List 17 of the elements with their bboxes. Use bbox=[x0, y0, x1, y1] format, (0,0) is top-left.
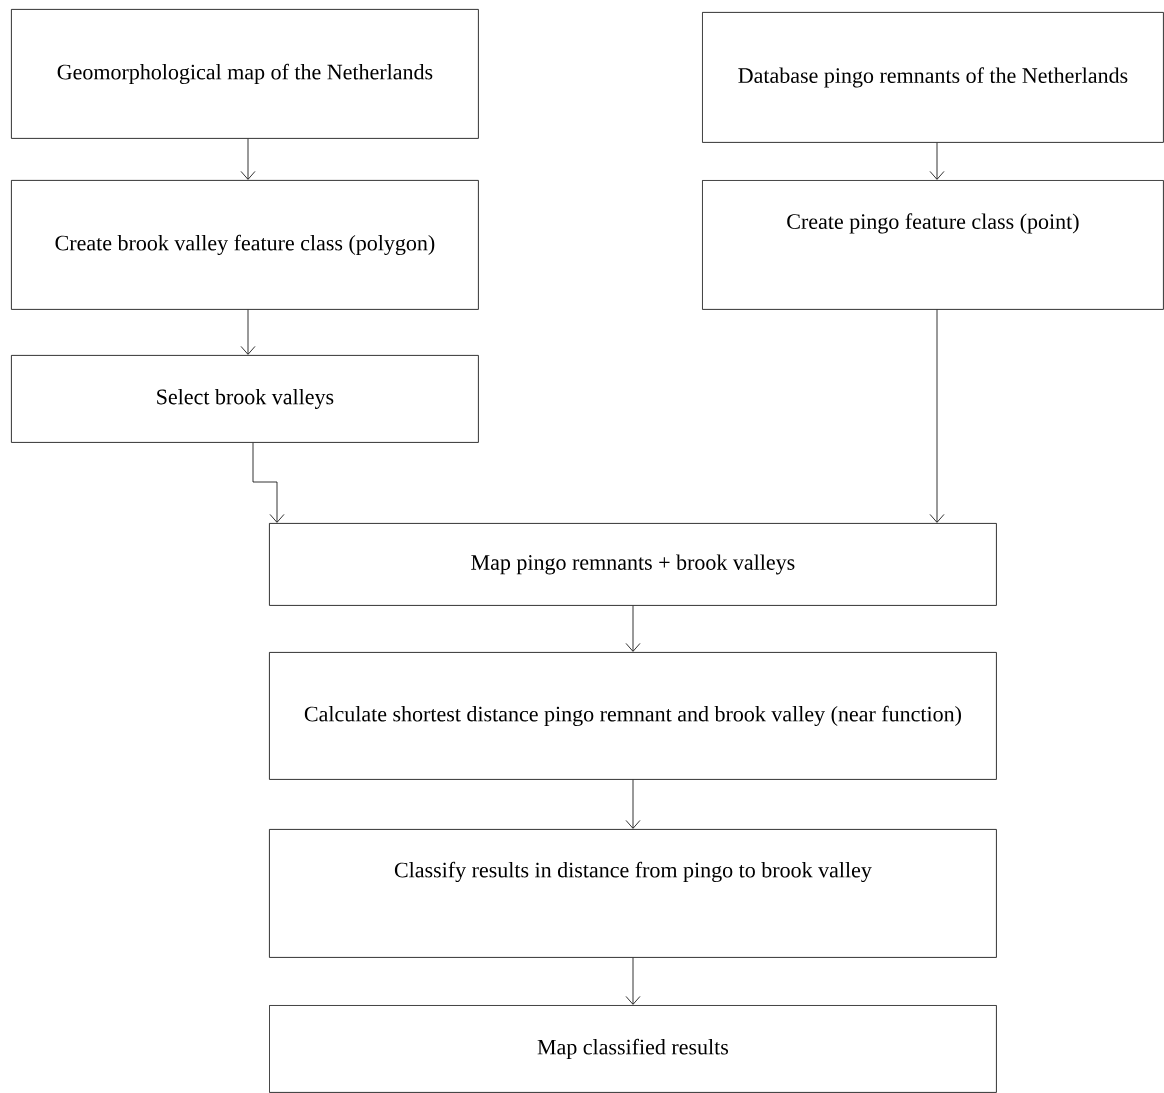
arrow bbox=[625, 957, 641, 1005]
process-box: Map pingo remnants + brook valleys bbox=[269, 523, 997, 606]
process-box: Select brook valleys bbox=[11, 355, 479, 443]
process-box: Map classified results bbox=[269, 1005, 997, 1093]
process-box: Create pingo feature class (point) bbox=[702, 180, 1164, 310]
arrow bbox=[929, 309, 945, 523]
process-box: Database pingo remnants of the Netherlands bbox=[702, 12, 1164, 143]
arrow bbox=[625, 605, 641, 652]
process-box: Classify results in distance from pingo to brook valley bbox=[269, 829, 997, 958]
arrow bbox=[929, 142, 945, 180]
arrow bbox=[240, 138, 256, 180]
arrow bbox=[625, 779, 641, 829]
process-box: Calculate shortest distance pingo remnant and brook valley (near function) bbox=[269, 652, 997, 780]
arrow bbox=[240, 309, 256, 355]
arrow bbox=[252, 442, 285, 523]
process-box: Geomorphological map of the Netherlands bbox=[11, 9, 479, 139]
process-box: Create brook valley feature class (polygon) bbox=[11, 180, 479, 310]
